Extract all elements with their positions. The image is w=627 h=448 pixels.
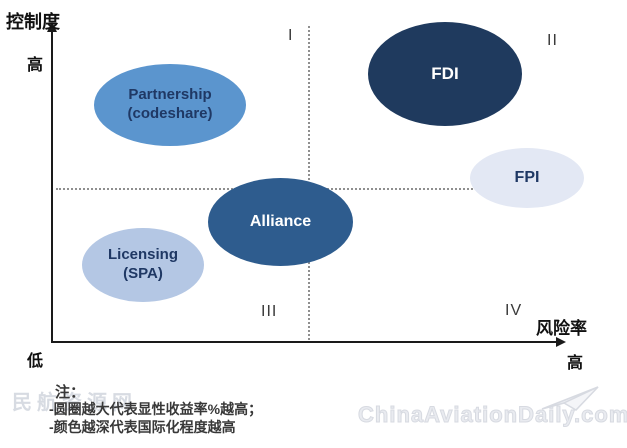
bubble-sublabel: (SPA) — [123, 265, 163, 282]
notes-title: 注： — [55, 384, 86, 401]
bubble-label: FDI — [431, 64, 459, 84]
bubble-label: Alliance — [249, 213, 312, 230]
y-axis-high-label: 高 — [27, 57, 44, 74]
bubble-label: FPI — [514, 169, 540, 186]
bubble-fdi: FDI — [368, 22, 522, 126]
quadrant-label-4: IV — [505, 302, 523, 319]
bubble-sublabel: (codeshare) — [127, 105, 213, 122]
paper-plane-icon — [541, 386, 599, 411]
x-axis-high-label: 高 — [567, 355, 584, 372]
quadrant-label-3: III — [261, 303, 278, 320]
watermark-right: ChinaAviationDaily.com — [357, 402, 627, 428]
y-axis-low-label: 低 — [27, 353, 44, 370]
watermark-left: 民航资源网 — [12, 392, 137, 414]
x-axis-title: 风险率 — [536, 319, 587, 338]
quadrant-label-2: II — [547, 32, 558, 49]
bubble-fpi: FPI — [470, 148, 584, 208]
bubble-label: Licensing — [107, 246, 178, 264]
notes-line-color: -颜色越深代表国际化程度越高 — [49, 419, 236, 435]
y-axis-arrowhead — [47, 22, 57, 32]
quadrant-label-1: I — [288, 27, 294, 44]
bubble-partnership: Partnership (codeshare) — [94, 64, 246, 146]
y-axis-line — [51, 30, 53, 343]
bubble-licensing: Licensing (SPA) — [82, 228, 204, 302]
notes-line-size: -圆圈越大代表显性收益率%越高； — [49, 401, 263, 417]
bubble-label: Partnership — [128, 86, 212, 104]
x-axis-arrowhead — [556, 337, 566, 347]
x-axis-line — [51, 341, 558, 343]
bubble-alliance: Alliance — [208, 178, 353, 266]
y-axis-title: 控制度 — [6, 12, 60, 32]
